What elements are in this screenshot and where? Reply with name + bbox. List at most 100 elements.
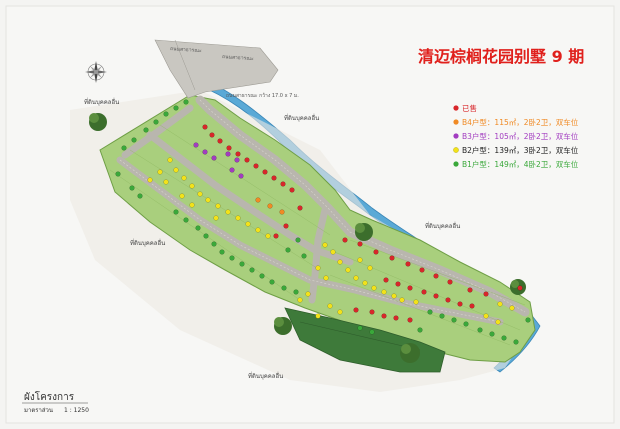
label-right-middle: ที่ดินบุคคลอื่น: [425, 222, 460, 230]
legend-dot-b3: [453, 133, 459, 139]
lot-marker-b1: [281, 285, 287, 291]
lot-marker-sold: [483, 291, 489, 297]
public-road-edge: [174, 39, 196, 91]
lot-marker-b1: [219, 249, 225, 255]
lot-marker-sold: [373, 249, 379, 255]
lot-marker-sold: [357, 241, 363, 247]
lot-marker-b2: [391, 293, 397, 299]
plan-title: ผังโครงการ: [24, 390, 75, 403]
lot-marker-sold: [253, 163, 259, 169]
lot-marker-b1: [269, 279, 275, 285]
lot-marker-b4: [279, 209, 285, 215]
lot-marker-b2: [315, 265, 321, 271]
lot-marker-b2: [179, 193, 185, 199]
lot-marker-sold: [273, 233, 279, 239]
lot-marker-b2: [197, 191, 203, 197]
lot-marker-sold: [297, 205, 303, 211]
lot-marker-sold: [467, 287, 473, 293]
legend-b4: B4户型：115㎡，2卧2卫，双车位: [462, 117, 579, 127]
lot-marker-b1: [163, 111, 169, 117]
lot-marker-sold: [209, 132, 215, 138]
lot-marker-b2: [235, 215, 241, 221]
lot-marker-sold: [262, 169, 268, 175]
road-width-label: ถนนสาธารณะ กว้าง 17.0 x 7 ม.: [226, 92, 299, 99]
lot-marker-sold: [421, 289, 427, 295]
lot-marker-b2: [353, 275, 359, 281]
lot-marker-b2: [399, 297, 405, 303]
lot-marker-sold: [381, 313, 387, 319]
lot-marker-b1: [195, 225, 201, 231]
lot-marker-sold: [407, 317, 413, 323]
lot-marker-b3: [211, 155, 217, 161]
lot-marker-b1: [501, 335, 507, 341]
lot-marker-sold: [244, 157, 250, 163]
lot-marker-sold: [407, 285, 413, 291]
lot-marker-b1: [463, 321, 469, 327]
lot-marker-b2: [297, 297, 303, 303]
lot-marker-b2: [367, 265, 373, 271]
legend-b3: B3户型：105㎡，2卧2卫，双车位: [462, 131, 579, 141]
lot-marker-sold: [217, 138, 223, 144]
lot-marker-sold: [433, 273, 439, 279]
legend-dot-b4: [453, 119, 459, 125]
lot-marker-b1: [173, 105, 179, 111]
lot-marker-b3: [193, 142, 199, 148]
lot-marker-b1: [477, 327, 483, 333]
lot-marker-b1: [489, 331, 495, 337]
legend-dot-b1: [453, 161, 459, 167]
lot-marker-b2: [173, 167, 179, 173]
lot-marker-b4: [255, 197, 261, 203]
lot-marker-b1: [153, 119, 159, 125]
lot-marker-b1: [293, 289, 299, 295]
tree-icon: [355, 223, 373, 241]
lot-marker-b1: [121, 145, 127, 151]
tree-icon: [89, 113, 107, 131]
lot-marker-sold: [271, 175, 277, 181]
lot-marker-b2: [245, 221, 251, 227]
lot-marker-sold: [457, 301, 463, 307]
lot-marker-b1: [203, 233, 209, 239]
label-left-upper: ที่ดินบุคคลอื่น: [84, 98, 119, 106]
tree-icon: [274, 317, 292, 335]
lot-marker-sold: [395, 281, 401, 287]
lot-marker-sold: [283, 223, 289, 229]
lot-marker-sold: [289, 187, 295, 193]
lot-marker-sold: [369, 309, 375, 315]
public-road: [154, 39, 279, 99]
lot-marker-b1: [295, 237, 301, 243]
lot-marker-b1: [239, 261, 245, 267]
lot-marker-b2: [213, 215, 219, 221]
lot-marker-b1: [285, 247, 291, 253]
lot-marker-sold: [280, 181, 286, 187]
lot-marker-b1: [417, 327, 423, 333]
lot-marker-b3: [225, 151, 231, 157]
public-road-label-a: ถนนสาธารณะ: [170, 46, 202, 54]
lot-marker-b2: [225, 209, 231, 215]
lot-marker-b2: [147, 177, 153, 183]
compass-rose-icon: [85, 61, 107, 83]
lot-marker-b1: [427, 309, 433, 315]
lot-marker-sold: [433, 293, 439, 299]
lot-marker-b2: [381, 289, 387, 295]
lot-marker-sold: [469, 303, 475, 309]
lot-marker-sold: [405, 261, 411, 267]
legend-b1: B1户型：149㎡，4卧2卫，双车位: [462, 159, 579, 169]
lot-marker-sold: [226, 145, 232, 151]
lot-marker-b2: [323, 275, 329, 281]
lot-marker-b2: [322, 242, 328, 248]
lot-marker-b2: [181, 175, 187, 181]
lot-marker-b2: [413, 299, 419, 305]
lot-marker-b1: [183, 217, 189, 223]
lot-marker-b1: [129, 185, 135, 191]
lot-marker-b2: [337, 259, 343, 265]
lot-marker-sold: [445, 297, 451, 303]
lot-marker-b3: [229, 167, 235, 173]
lot-marker-b1: [131, 137, 137, 143]
lot-marker-b1: [369, 329, 375, 335]
legend-b2: B2户型：139㎡，3卧2卫，双车位: [462, 145, 579, 155]
lot-marker-sold: [383, 277, 389, 283]
label-left-lower: ที่ดินบุคคลอื่น: [130, 239, 165, 247]
lot-marker-b2: [315, 313, 321, 319]
